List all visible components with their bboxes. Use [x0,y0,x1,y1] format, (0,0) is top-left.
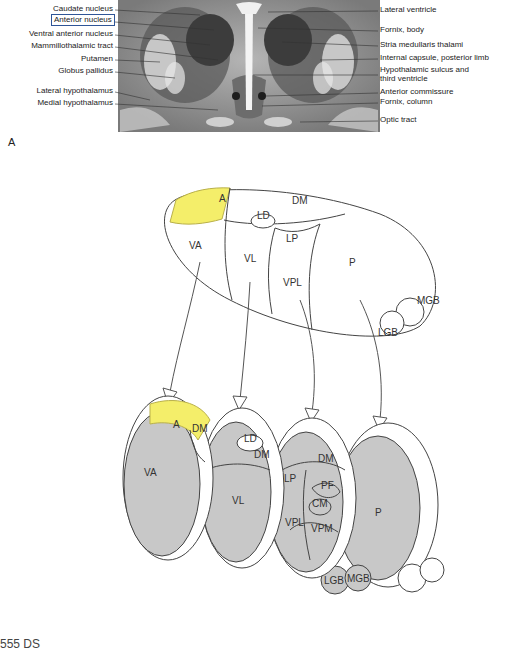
nucleus-label: LGB [378,327,398,338]
structure-label: Lateral ventricle [380,6,436,15]
nucleus-label: LD [244,433,257,444]
structure-label: Fornix, column [380,98,432,107]
nucleus-label: VL [232,495,244,506]
nucleus-label: P [375,507,382,518]
structure-label: Medial hypothalamus [37,99,113,108]
structure-label: Globus pallidus [58,67,113,76]
brain-section-photo [118,0,380,132]
panel-letter: A [8,136,15,148]
nucleus-label: LP [284,473,296,484]
structure-label: Ventral anterior nucleus [29,30,113,39]
structure-label: Lateral hypothalamus [37,87,114,96]
structure-label: Fornix, body [380,26,424,35]
structure-label: Hypothalamic sulcus and third ventricle [380,66,480,84]
nucleus-label: VPM [311,523,333,534]
nucleus-label: VA [189,240,202,251]
nucleus-label: LD [257,210,270,221]
structure-label: Stria medullaris thalami [380,41,463,50]
thalamus-whole [164,188,435,336]
nucleus-label: A [173,419,180,430]
structure-label: Anterior commissure [380,88,453,97]
nucleus-label: VPL [285,517,304,528]
nucleus-label: DM [254,449,270,460]
structure-label: Caudate nucleus [53,5,113,14]
page-footer: 555 DS [0,638,40,651]
nucleus-label: PF [321,480,334,491]
nucleus-label: MGB [347,573,370,584]
structure-label: Anterior nucleus [54,15,112,24]
nucleus-label: DM [318,453,334,464]
structure-label: Optic tract [380,116,416,125]
structure-label: Mammillothalamic tract [31,42,113,51]
nucleus-label: VL [244,253,256,264]
nucleus-label: VPL [283,277,302,288]
leader-lines [115,10,378,122]
structure-label: Internal capsule, posterior limb [380,54,489,63]
slice-arrows [163,262,387,430]
nucleus-label: VA [144,467,157,478]
highlight-box: Anterior nucleus [51,14,115,26]
nucleus-label: MGB [417,295,440,306]
nucleus-label: A [219,193,226,204]
structure-label: Putamen [81,55,113,64]
nucleus-label: DM [292,195,308,206]
nucleus-label: P [349,257,356,268]
thalamus-slices [123,396,444,594]
nucleus-label: LGB [324,575,344,586]
nucleus-label: LP [286,233,298,244]
nucleus-label: DM [192,423,208,434]
nucleus-label: CM [312,498,328,509]
